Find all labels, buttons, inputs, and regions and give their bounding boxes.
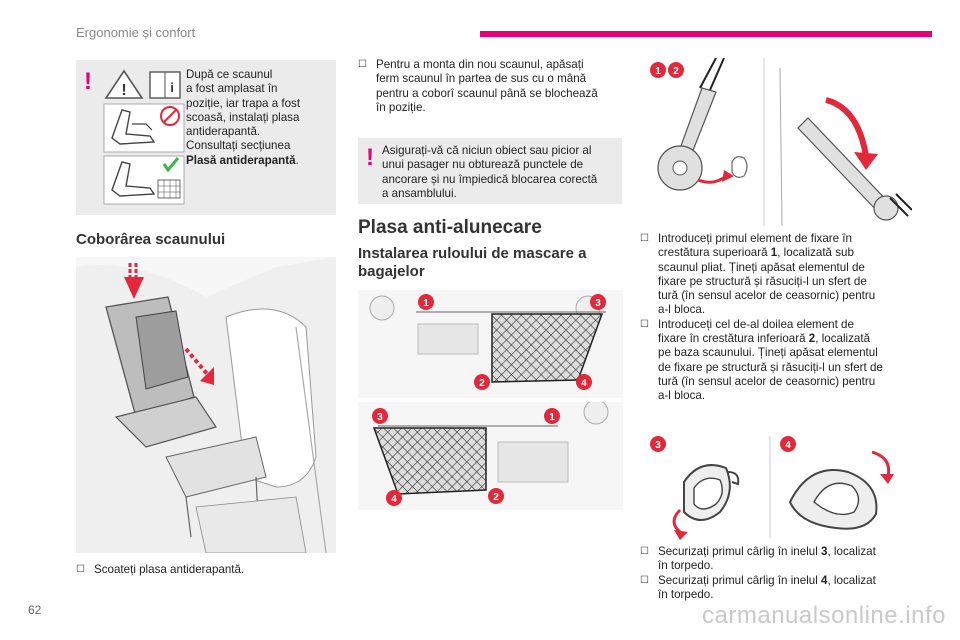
svg-text:!: ! [121,82,126,99]
section-title: Ergonomie și confort [76,25,196,40]
step-secure-hook-4: ☐ Securizați primul cârlig în inelul 4, … [640,573,876,601]
checkbox-bullet: ☐ [76,564,85,575]
step-remove-net: ☐ Scoateți plasa antiderapantă. [76,563,245,576]
label-4: 4 [391,494,397,505]
warning-line: a fost amplasat în [186,82,278,96]
step-secure-hook-3: ☐ Securizați primul cârlig în inelul 3, … [640,545,876,573]
anchor-fitting-diagram: 1 2 [650,58,912,226]
svg-text:i: i [170,80,174,95]
subtitle-install-net: Instalarea ruloului de mascare a bagajel… [358,245,587,280]
label-2: 2 [493,492,499,503]
checkbox-bullet: ☐ [640,318,649,330]
steps-anchor: ☐ Introduceți primul element de fixare î… [640,232,912,404]
warning-text-left: După ce scaunul a fost amplasat în poziț… [186,68,332,168]
seat-lowering-illustration [76,257,336,553]
page-number: 62 [28,603,42,617]
warning-line: scoasă, instalați plasa [186,110,300,124]
heading-lowering-seat: Coborârea scaunului [76,231,226,248]
checkbox-bullet: ☐ [358,59,367,70]
page-title: Plasa anti-alunecare [358,217,542,238]
warning-text-middle: Asigurați-vă că niciun obiect sau picior… [382,144,598,200]
seat-warning-pictograms: ! i [103,69,185,205]
label-3: 3 [595,298,601,309]
watermark: carmanualsonline.info [702,602,946,629]
warning-line: poziție, iar trapa a fost [186,96,301,110]
checkbox-bullet: ☐ [640,233,649,244]
steps-hooks: ☐ Securizați primul cârlig în inelul 3, … [640,545,912,602]
step-insert-first-anchor: ☐ Introduceți primul element de fixare î… [640,232,876,317]
step-refit-seat: ☐ Pentru a monta din nou scaunul, apăsaț… [358,58,598,114]
net-diagram-top: 1 3 2 4 [358,290,623,398]
checkbox-bullet: ☐ [640,546,649,557]
label-1: 1 [655,66,661,77]
warning-box-middle: ! Asigurați-vă că niciun obiect sau pici… [358,138,622,204]
warning-box-left: ! ! i După ce scaunul a fost amplasat în… [76,60,336,215]
checkbox-bullet: ☐ [640,574,649,586]
section-reference: Plasă antiderapantă [186,153,296,167]
header-accent-bar [480,31,932,37]
warning-line: antiderapantă. [186,125,261,139]
label-4: 4 [785,440,791,451]
label-4: 4 [581,378,587,389]
warning-mark: ! [84,68,92,95]
label-2: 2 [673,66,679,77]
step-insert-second-anchor: ☐ Introduceți cel de-al doilea element d… [640,317,883,403]
hook-ring-diagram: 3 4 [650,436,894,540]
label-2: 2 [479,378,485,389]
label-1: 1 [423,298,429,309]
warning-line: Consultați secțiunea [186,139,291,153]
warning-mark: ! [366,144,374,171]
label-3: 3 [655,440,661,451]
label-3: 3 [377,412,383,423]
label-1: 1 [549,412,555,423]
net-diagram-bottom: 3 1 4 2 [358,402,623,510]
warning-line: După ce scaunul [186,68,273,81]
